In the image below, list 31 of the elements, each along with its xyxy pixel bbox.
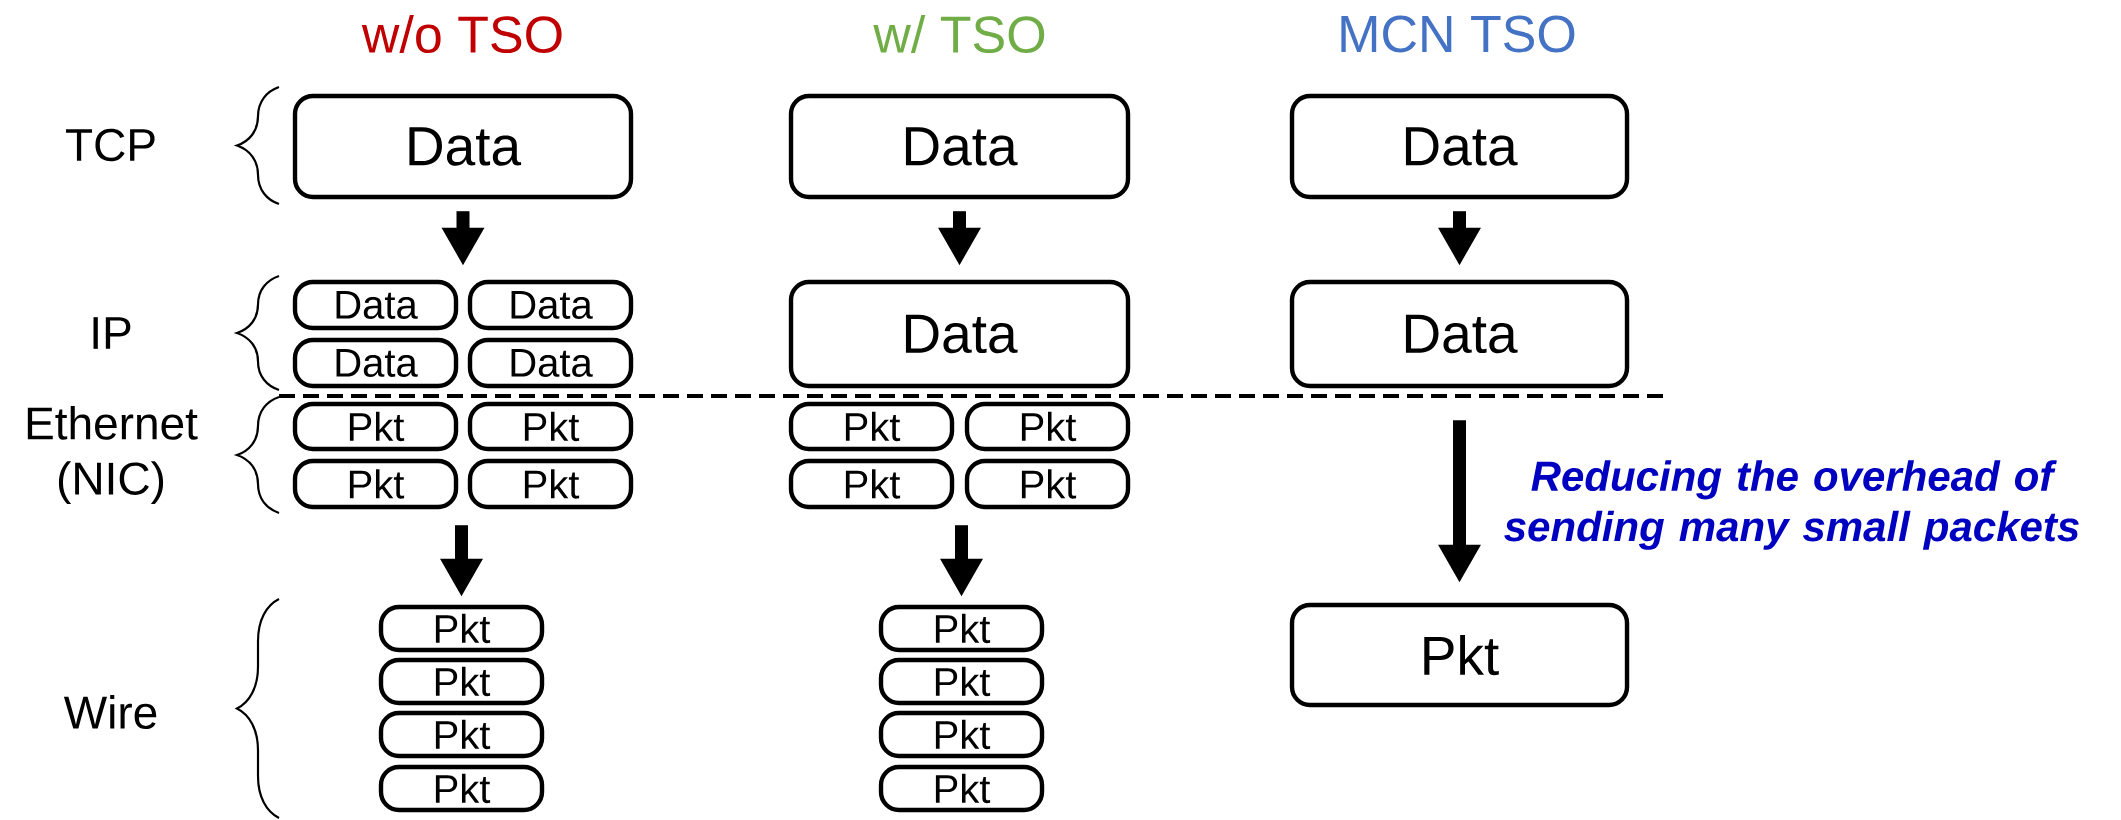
packet-box: Pkt: [964, 458, 1131, 510]
packet-box: Pkt: [378, 604, 545, 653]
data-box: Data: [292, 279, 459, 331]
packet-box: Pkt: [788, 401, 955, 452]
packet-box: Pkt: [292, 401, 459, 452]
data-box: Data: [467, 337, 634, 389]
data-box: Data: [1289, 279, 1630, 389]
data-box: Data: [292, 93, 634, 200]
data-box: Data: [788, 279, 1131, 389]
data-box: Data: [292, 337, 459, 389]
packet-box: Pkt: [788, 458, 955, 510]
data-box: Data: [467, 279, 634, 331]
packet-box: Pkt: [467, 401, 634, 452]
layer-label: IP: [93, 317, 131, 349]
data-box: Data: [1289, 93, 1630, 200]
layer-label: Ethernet (NIC): [27, 405, 198, 505]
annotation-text: Reducing the overhead of sending many small packets: [1504, 460, 2079, 550]
packet-box: Pkt: [378, 657, 545, 706]
packet-box: Pkt: [878, 764, 1045, 813]
packet-box: Pkt: [878, 604, 1045, 653]
packet-box: Pkt: [378, 710, 545, 759]
layer-label: Wire: [63, 695, 157, 729]
packet-box: Pkt: [1289, 602, 1630, 708]
packet-box: Pkt: [292, 458, 459, 510]
packet-box: Pkt: [964, 401, 1131, 452]
layer-label: TCP: [66, 128, 155, 162]
packet-box: Pkt: [878, 657, 1045, 706]
packet-box: Pkt: [378, 764, 545, 813]
packet-box: Pkt: [878, 710, 1045, 759]
packet-box: Pkt: [467, 458, 634, 510]
data-box: Data: [788, 93, 1131, 200]
